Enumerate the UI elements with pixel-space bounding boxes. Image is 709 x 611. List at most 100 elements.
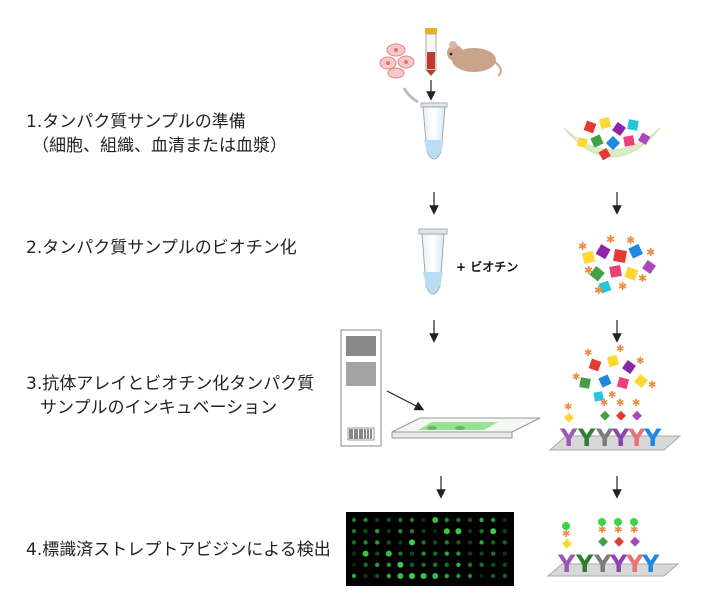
- array-spot: [467, 551, 473, 556]
- array-spot: [351, 540, 357, 545]
- array-spot: [444, 551, 449, 556]
- array-spot: [502, 540, 507, 545]
- microtube-closed-icon: [418, 228, 448, 295]
- svg-text:Y: Y: [559, 424, 578, 452]
- array-spot: [502, 551, 507, 556]
- svg-text:✱: ✱: [598, 525, 606, 536]
- array-spot: [351, 517, 357, 523]
- array-spot: [467, 529, 473, 534]
- array-spot: [421, 529, 426, 534]
- array-spot: [491, 551, 496, 556]
- step-3-title: 3.抗体アレイとビオチン化タンパク質: [26, 374, 315, 394]
- array-spot: [421, 562, 426, 567]
- array-spot: [444, 562, 449, 567]
- array-spot: [467, 573, 473, 579]
- array-spot: [409, 517, 415, 523]
- array-spot: [479, 529, 484, 534]
- array-spot: [386, 517, 391, 523]
- array-spot: [456, 551, 461, 556]
- array-spot: [467, 562, 473, 567]
- detection-antibodies-icon: Y Y Y Y Y Y ✱✱✱✱: [546, 518, 680, 578]
- array-spot: [385, 550, 392, 557]
- array-spot: [351, 573, 357, 579]
- array-spot: [421, 517, 426, 523]
- array-spot: [398, 529, 403, 534]
- array-spot: [467, 517, 473, 523]
- array-spot: [409, 529, 415, 534]
- biotinylated-proteins-icon: ✱ ✱ ✱ ✱ ✱ ✱ ✱ ✱: [578, 233, 656, 297]
- svg-text:Y: Y: [641, 550, 660, 578]
- array-spot: [433, 529, 438, 534]
- step-4-label: 4.標識済ストレプトアビジンによる検出: [26, 538, 331, 562]
- array-spot: [409, 539, 415, 546]
- svg-text:✱: ✱: [594, 284, 603, 297]
- array-spot: [491, 540, 496, 545]
- array-spot: [444, 573, 449, 579]
- array-spot: [363, 517, 368, 523]
- array-spot: [456, 540, 461, 545]
- step-1-label: 1.タンパク質サンプルの準備 （細胞、組織、血清または血漿）: [26, 110, 287, 158]
- array-spot: [433, 540, 438, 545]
- array-spot: [432, 517, 439, 523]
- arrow-slide: [386, 390, 425, 411]
- svg-text:✱: ✱: [636, 356, 644, 367]
- array-spot: [502, 529, 507, 534]
- svg-text:✱: ✱: [630, 525, 638, 536]
- svg-text:✱: ✱: [572, 372, 580, 383]
- array-spot: [502, 562, 507, 567]
- biotin-label: + ビオチン: [456, 260, 519, 274]
- step-3-subtitle: サンプルのインキュベーション: [40, 398, 278, 418]
- protein-bowl-icon: [563, 116, 661, 161]
- array-spot: [398, 540, 403, 545]
- array-spot: [386, 573, 391, 579]
- array-spot: [456, 562, 461, 567]
- svg-text:Y: Y: [593, 550, 612, 578]
- svg-text:✱: ✱: [614, 525, 622, 536]
- svg-text:✱: ✱: [584, 264, 593, 277]
- svg-text:✱: ✱: [632, 398, 640, 409]
- step-1-subtitle: （細胞、組織、血清または血漿）: [32, 136, 287, 156]
- array-spot: [456, 573, 461, 579]
- svg-text:✱: ✱: [564, 402, 572, 413]
- array-spot: [386, 529, 391, 534]
- array-spot: [363, 529, 368, 534]
- array-spot: [455, 528, 462, 535]
- array-spot: [375, 517, 380, 523]
- svg-text:✱: ✱: [626, 234, 635, 247]
- svg-text:✱: ✱: [616, 398, 624, 409]
- antibody-binding-icon: ✱✱✱ ✱✱✱ Y Y Y Y Y Y ✱✱✱✱: [548, 344, 682, 452]
- array-spot: [502, 573, 507, 579]
- cells-icon: [379, 43, 415, 79]
- array-spot: [479, 562, 484, 567]
- array-spot: [375, 573, 380, 579]
- array-spot: [479, 573, 484, 579]
- array-spot: [456, 517, 461, 523]
- svg-text:Y: Y: [611, 424, 630, 452]
- svg-text:✱: ✱: [616, 344, 624, 355]
- blood-tube-icon: [425, 28, 437, 76]
- microtube-open-icon: [402, 87, 448, 160]
- svg-text:✱: ✱: [606, 233, 615, 246]
- array-spot: [491, 573, 496, 579]
- array-spot: [443, 528, 450, 535]
- svg-text:Y: Y: [625, 550, 644, 578]
- array-spot: [491, 562, 496, 567]
- svg-text:Y: Y: [609, 550, 628, 578]
- array-spot: [409, 551, 415, 556]
- step-3-label: 3.抗体アレイとビオチン化タンパク質 サンプルのインキュベーション: [26, 372, 314, 420]
- svg-text:Y: Y: [643, 424, 662, 452]
- array-spot: [398, 517, 403, 523]
- svg-text:✱: ✱: [646, 246, 655, 259]
- step-2-label: 2.タンパク質サンプルのビオチン化: [26, 236, 297, 260]
- array-spot: [363, 573, 368, 579]
- array-spot: [490, 528, 497, 535]
- array-spot: [421, 551, 426, 556]
- array-spot: [351, 562, 357, 567]
- step-1-title: 1.タンパク質サンプルの準備: [26, 112, 246, 132]
- array-spot: [491, 517, 496, 523]
- array-spot: [502, 517, 507, 523]
- array-spot: [375, 540, 380, 545]
- array-spot: [467, 540, 473, 545]
- svg-text:✱: ✱: [584, 348, 592, 359]
